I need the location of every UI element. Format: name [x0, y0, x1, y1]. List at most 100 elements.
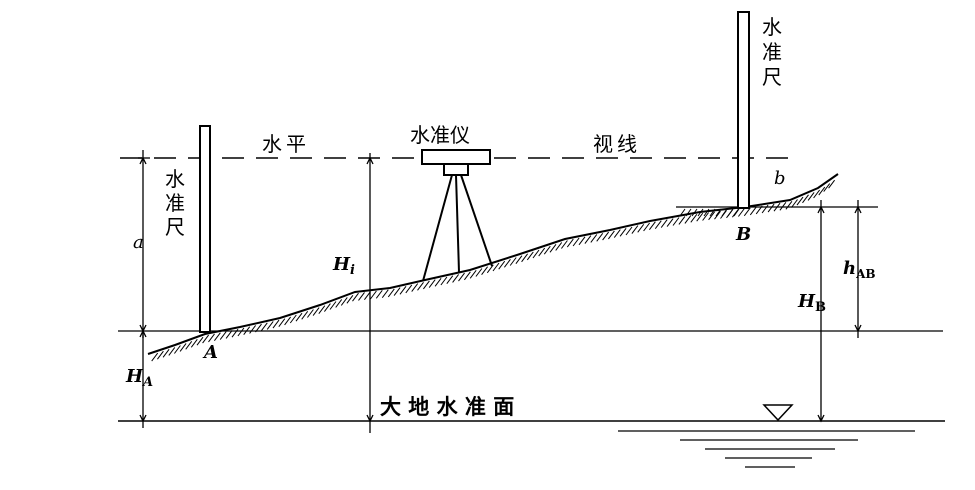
hatch-mark [185, 340, 193, 350]
instrument-base [443, 163, 469, 176]
hatch-mark [168, 347, 176, 356]
left-leveling-staff [199, 125, 211, 333]
hatch-mark [538, 247, 546, 257]
hatch-mark [828, 179, 835, 189]
hatch-mark [162, 348, 170, 358]
reading-a-label: a [133, 232, 144, 253]
hatch-mark [608, 230, 615, 240]
hatch-mark [613, 229, 621, 238]
dimension-ha [139, 329, 147, 428]
point-b-label: B [735, 224, 751, 245]
reading-b-label: b [774, 168, 786, 189]
hatch-mark [405, 284, 413, 294]
hatch-mark [625, 226, 633, 236]
hatch-mark [266, 321, 274, 330]
hatch-mark [666, 218, 674, 227]
hatch-mark [678, 216, 686, 225]
hatch-mark [255, 323, 262, 333]
hatch-mark [813, 189, 820, 199]
hatch-mark [802, 194, 809, 204]
hatch-mark [572, 237, 580, 247]
hatch-mark [526, 251, 534, 261]
hatch-mark [440, 276, 448, 286]
hatch-mark [475, 268, 483, 277]
point-a-label: A [202, 342, 218, 363]
hatch-mark [767, 203, 775, 213]
hatch-mark [375, 289, 383, 299]
hatch-mark [679, 208, 686, 217]
hatch-mark [637, 224, 645, 233]
hatch-mark [173, 345, 181, 354]
instrument-label: 水准仪 [410, 123, 470, 147]
hatch-mark [381, 289, 389, 299]
instrument-telescope [421, 149, 491, 165]
level-instrument [421, 149, 493, 282]
hatch-mark [549, 244, 557, 253]
hi-label: Hi [332, 254, 355, 278]
hatch-mark [243, 326, 251, 336]
hatch-mark [369, 290, 377, 300]
hatch-mark [685, 208, 692, 217]
hatch-mark [272, 319, 280, 329]
hatch-mark [503, 258, 511, 268]
hatch-mark [411, 283, 419, 292]
ground-profile [147, 173, 839, 355]
hatch-mark [791, 199, 798, 208]
hb-label-sub: B [815, 300, 826, 315]
hatch-mark [190, 338, 198, 348]
hatch-mark [446, 275, 454, 285]
hatch-mark [672, 217, 680, 226]
hatch-mark [684, 215, 692, 224]
hatch-mark [727, 208, 734, 217]
hatch-mark [697, 208, 704, 217]
hatch-mark [318, 305, 326, 315]
water-lines [618, 430, 915, 468]
hatch-mark [543, 245, 551, 255]
hatch-mark [785, 201, 793, 210]
hatch-mark [498, 260, 506, 270]
hb-label: HB [797, 291, 826, 315]
hatch-mark [352, 292, 359, 302]
geoid-label: 大 地 水 准 面 [380, 395, 514, 419]
hatch-mark [301, 310, 309, 320]
hatch-mark [249, 325, 257, 334]
staff-label-right-2: 准 [762, 40, 782, 64]
hatch-mark [818, 186, 826, 196]
hatch-mark [584, 235, 592, 244]
hatch-mark [278, 318, 286, 328]
hatch-mark [807, 192, 815, 201]
hatch-mark [399, 285, 407, 295]
tripod-leg-center [455, 174, 460, 273]
hatch-mark [702, 212, 709, 221]
hatch-mark [295, 312, 303, 322]
hatch-mark [469, 269, 477, 279]
hatch-mark [602, 231, 609, 241]
hatch-mark [823, 183, 831, 192]
hatch-mark [323, 303, 331, 312]
hatch-mark [428, 279, 436, 288]
hatch-mark [515, 255, 523, 265]
hatch-mark [566, 238, 574, 248]
hatch-mark [151, 352, 159, 362]
hatch-mark [202, 334, 210, 344]
sight-label-right: 视线 [593, 132, 641, 156]
hatch-mark [714, 210, 721, 220]
hatch-mark [561, 240, 568, 249]
hb-label-main: H [797, 291, 816, 312]
hab-label-main: h [843, 258, 856, 279]
hatch-mark [749, 206, 757, 216]
staff-label-left-2: 准 [165, 191, 185, 215]
hatch-mark [340, 297, 348, 306]
hatch-mark [196, 336, 204, 346]
hatch-mark [284, 316, 292, 326]
hatch-mark [335, 299, 343, 308]
hatch-mark [779, 202, 787, 211]
dimension-hi [366, 153, 374, 433]
hatch-mark [596, 233, 604, 242]
hatch-mark [219, 331, 227, 340]
hatch-mark [393, 287, 401, 296]
hatch-mark [492, 262, 500, 272]
hatch-mark [225, 330, 233, 339]
hatch-mark [796, 196, 804, 206]
